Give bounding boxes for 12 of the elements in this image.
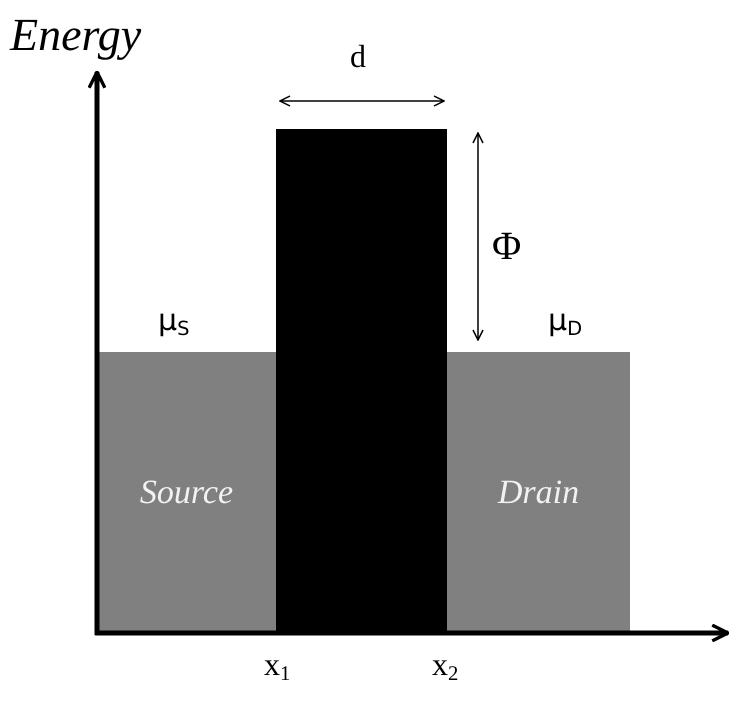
barrier-height-label: Φ (492, 226, 522, 266)
position-label: x$_{1}$ (264, 648, 290, 680)
drain-region (447, 352, 630, 633)
width-label: d (350, 40, 366, 72)
position-label: x$_{2}$ (432, 648, 458, 680)
axis-label: Energy (10, 12, 142, 58)
region-label: Source (140, 474, 234, 512)
source-region (97, 352, 276, 633)
barrier-block (276, 129, 447, 633)
region-label: Drain (498, 474, 580, 512)
drain-potential-label: μ$_{D}$ (548, 306, 582, 336)
source-potential-label: μ$_{S}$ (158, 306, 190, 336)
